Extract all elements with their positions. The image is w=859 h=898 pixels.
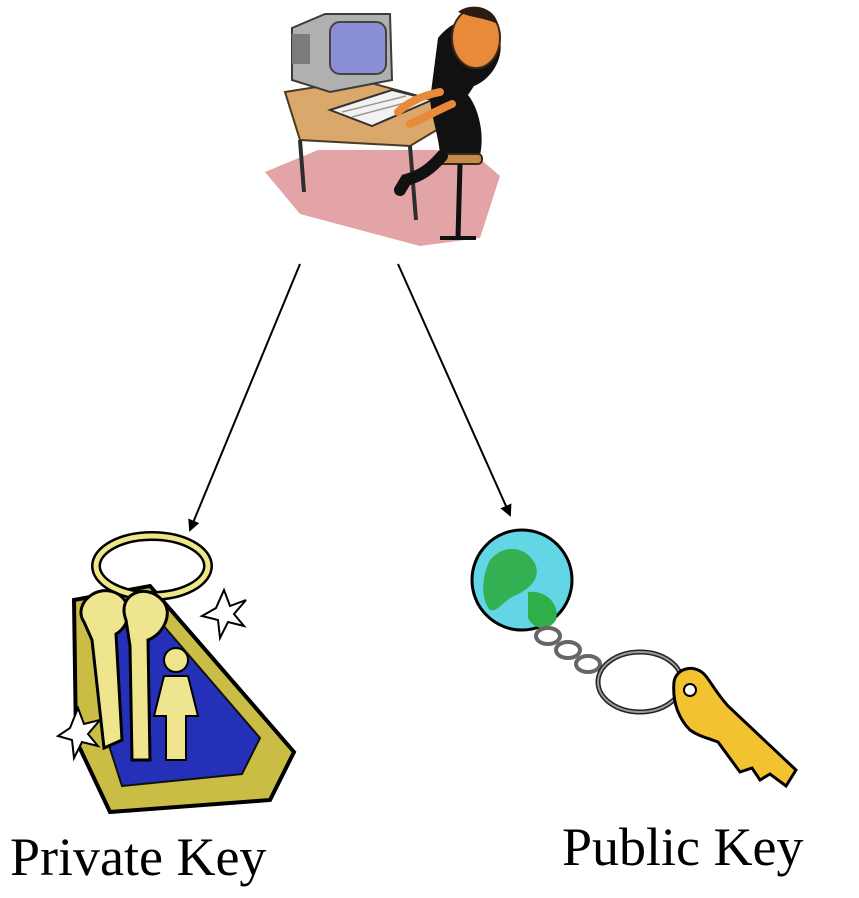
public-globe-key-icon [470,528,798,789]
person-at-computer-icon [265,6,501,246]
arrow-to-public-key [397,263,512,517]
private-keychain-icon [55,531,297,815]
public-key-label: Public Key [562,817,804,877]
arrow-to-private-key [188,263,301,532]
private-key-label: Private Key [10,827,267,887]
